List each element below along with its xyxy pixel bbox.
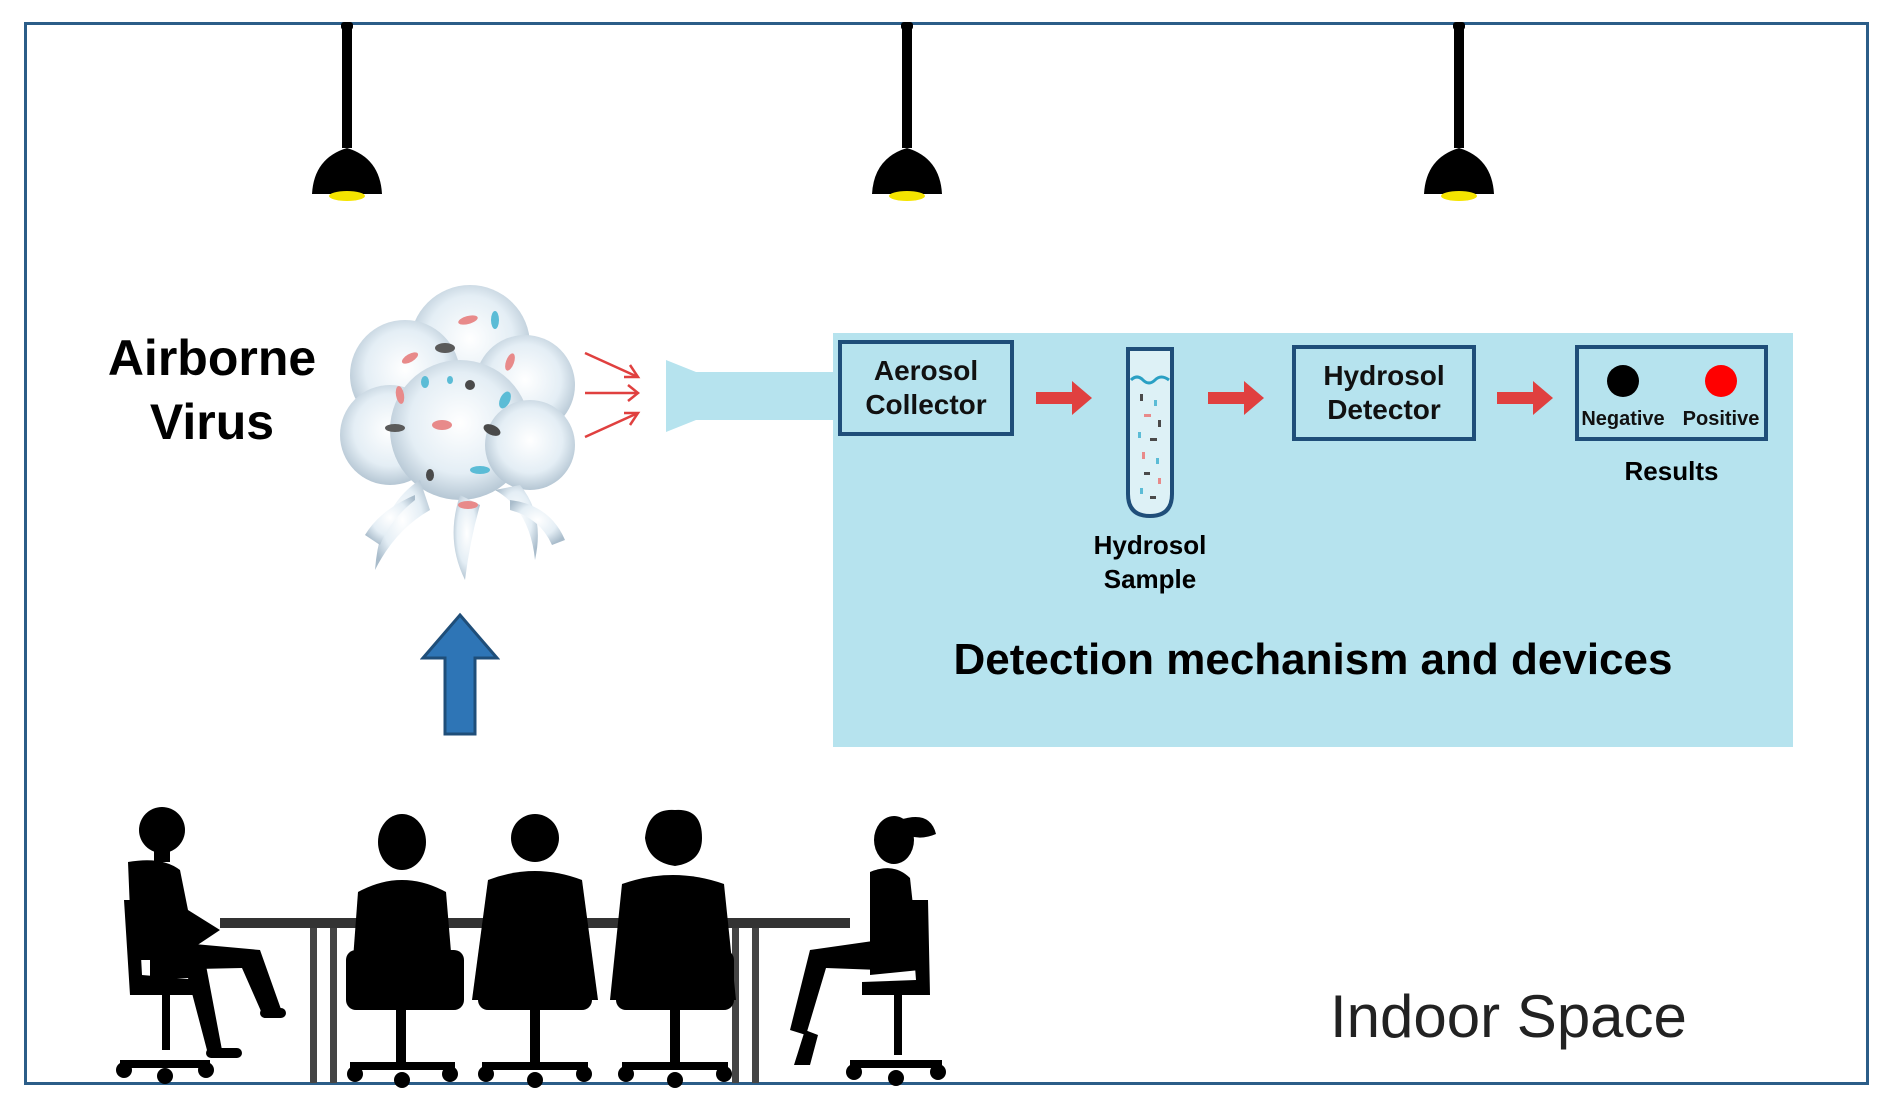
hydrosol-sample-label: Hydrosol Sample [1060, 528, 1240, 596]
airborne-label-line-1: Airborne [107, 330, 317, 386]
step-arrow-icon [1036, 381, 1092, 415]
ceiling-lamps [312, 22, 1494, 201]
ceiling-lamp-icon [872, 22, 942, 201]
aerosol-inlet-icon [666, 360, 836, 432]
airborne-label-line-2: Virus [149, 394, 275, 450]
airflow-arrows-icon [584, 351, 641, 439]
results-box: Negative Positive [1575, 345, 1768, 441]
virus-cloud-icon [340, 285, 575, 580]
negative-label: Negative [1581, 408, 1665, 430]
aerosol-collector-box: Aerosol Collector [838, 340, 1014, 436]
test-tube-icon [1126, 347, 1174, 519]
hydrosol-detector-box: Hydrosol Detector [1292, 345, 1476, 441]
meeting-people-icon [116, 807, 946, 1088]
hydrosol-sample-line-1: Hydrosol [1093, 530, 1207, 560]
indoor-space-label: Indoor Space [1330, 983, 1687, 1050]
diagram-frame [24, 22, 1869, 1085]
step-arrow-icon [1497, 381, 1553, 415]
ceiling-lamp-icon [1424, 22, 1494, 201]
panel-title: Detection mechanism and devices [953, 635, 1673, 684]
airborne-virus-label: Airborne Virus [92, 326, 332, 454]
positive-indicator-icon [1705, 365, 1737, 397]
negative-indicator-icon [1607, 365, 1639, 397]
hydrosol-sample-line-2: Sample [1103, 564, 1197, 594]
hydrosol-detector-line-2: Detector [1327, 394, 1441, 425]
hydrosol-detector-line-1: Hydrosol [1323, 360, 1445, 391]
aerosol-collector-line-1: Aerosol [873, 355, 979, 386]
positive-label: Positive [1682, 408, 1760, 430]
aerosol-collector-line-2: Collector [865, 389, 987, 420]
up-arrow-icon [420, 612, 500, 736]
ceiling-lamp-icon [312, 22, 382, 201]
step-arrow-icon [1208, 381, 1264, 415]
results-caption: Results [1624, 456, 1719, 486]
detection-panel [833, 333, 1793, 747]
